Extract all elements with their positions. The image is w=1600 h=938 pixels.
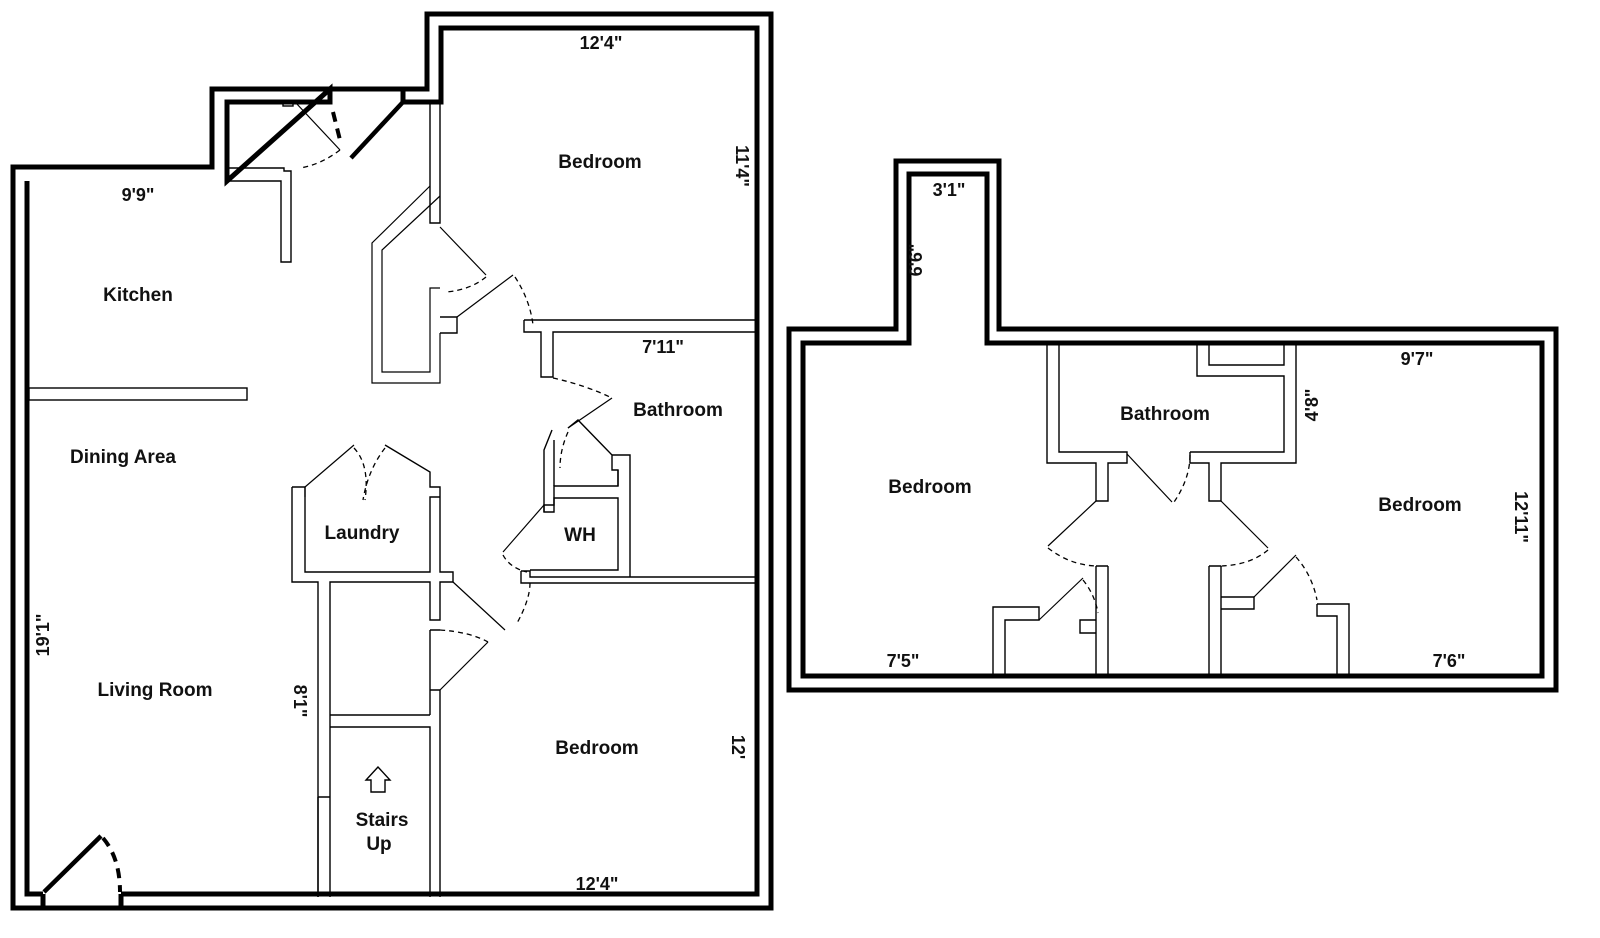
upper-exterior-wall-outer <box>786 158 1559 693</box>
kitchen-counter <box>28 387 248 401</box>
room-label-upper-bedroom-left: Bedroom <box>888 477 971 498</box>
closet-door-top[interactable] <box>349 100 405 160</box>
main-exterior-wall-outer <box>10 11 774 911</box>
dimension-bedroom-bottom-depth: 12' <box>728 735 748 759</box>
main-floor-plan: Kitchen Dining Area Living Room Laundry … <box>10 11 774 911</box>
room-label-living-room: Living Room <box>97 680 212 701</box>
room-label-laundry: Laundry <box>325 523 400 544</box>
dimension-bedroom-top-width: 12'4" <box>580 33 623 53</box>
arrow-up-icon <box>364 765 392 793</box>
dimension-bathroom-width: 7'11" <box>642 337 684 357</box>
room-label-bedroom-bottom: Bedroom <box>555 738 638 759</box>
room-label-bedroom-top: Bedroom <box>558 152 641 173</box>
dimension-living-depth: 19'1" <box>33 614 53 657</box>
dimension-upper-bedroom-left-bottom: 7'5" <box>887 651 920 671</box>
room-label-stairs-up: Up <box>366 834 391 855</box>
room-label-dining-area: Dining Area <box>70 447 176 468</box>
room-label-water-heater: WH <box>564 525 596 546</box>
dimension-upper-bathroom-depth: 4'8" <box>1302 389 1322 422</box>
dimension-alcove-width: 3'1" <box>933 180 966 200</box>
dimension-bedroom-bottom-width: 12'4" <box>576 874 619 894</box>
upper-floor-plan: Bedroom Bathroom Bedroom 3'1" 6'6" 4'8" … <box>786 158 1559 693</box>
dimension-upper-bedroom-right-width: 9'7" <box>1401 349 1434 369</box>
dimension-hall-depth: 8'1" <box>290 685 310 718</box>
room-label-stairs: Stairs <box>356 810 409 831</box>
dimension-upper-bedroom-right-bottom: 7'6" <box>1433 651 1466 671</box>
dimension-bedroom-top-depth: 11'4" <box>732 145 752 187</box>
dimension-kitchen-width: 9'9" <box>122 185 155 205</box>
upper-exterior-wall-inner <box>800 171 1545 679</box>
room-label-upper-bedroom-right: Bedroom <box>1378 495 1461 516</box>
dimension-upper-bedroom-right-depth: 12'11" <box>1511 491 1531 543</box>
entry-door[interactable] <box>42 834 103 894</box>
room-label-kitchen: Kitchen <box>103 285 173 306</box>
room-label-upper-bathroom: Bathroom <box>1120 404 1210 425</box>
room-label-bathroom: Bathroom <box>633 400 723 421</box>
dimension-alcove-depth: 6'6" <box>906 244 926 277</box>
